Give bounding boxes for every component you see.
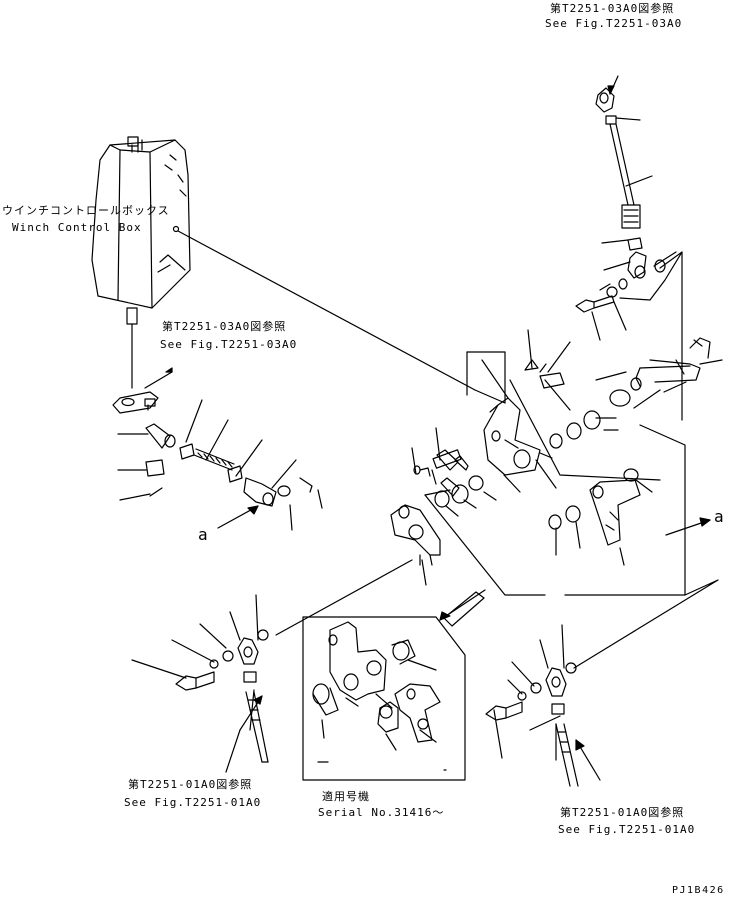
upper-leaders [411, 117, 723, 586]
serial-label-jp: 適用号機 [322, 790, 370, 803]
winch-label-jp: ウインチコントロールボックス [2, 204, 170, 217]
ref-mid-en: See Fig.T2251-03A0 [160, 338, 298, 351]
left-lower-rod [131, 559, 413, 773]
serial-label-en: Serial No.31416〜 [318, 806, 445, 819]
serial-inset [302, 589, 486, 781]
leader-lines [172, 225, 476, 391]
ref-right-en: See Fig.T2251-01A0 [558, 823, 696, 836]
right-lower-rod [485, 579, 719, 787]
marker-a-right: a [714, 507, 724, 526]
arrow-a-right [665, 517, 711, 536]
left-linkage [112, 391, 313, 507]
ref-top-en: See Fig.T2251-03A0 [545, 17, 683, 30]
ref-mid-jp: 第T2251-03A0図参照 [162, 320, 287, 333]
ref-left-jp: 第T2251-01A0図参照 [128, 778, 253, 791]
central-lever-assembly [390, 337, 711, 566]
upper-rod [575, 75, 666, 313]
ref-right-jp: 第T2251-01A0図参照 [560, 806, 685, 819]
winch-label-en: Winch Control Box [12, 221, 142, 234]
group-bracket-lines [424, 251, 686, 596]
ref-left-en: See Fig.T2251-01A0 [124, 796, 262, 809]
marker-a-left: a [198, 525, 208, 544]
winch-control-box [91, 136, 191, 389]
left-leaders [117, 367, 323, 531]
arrow-a-left [217, 505, 259, 529]
ref-top-jp: 第T2251-03A0図参照 [550, 2, 675, 15]
drawing-code: PJ1B426 [672, 885, 725, 896]
